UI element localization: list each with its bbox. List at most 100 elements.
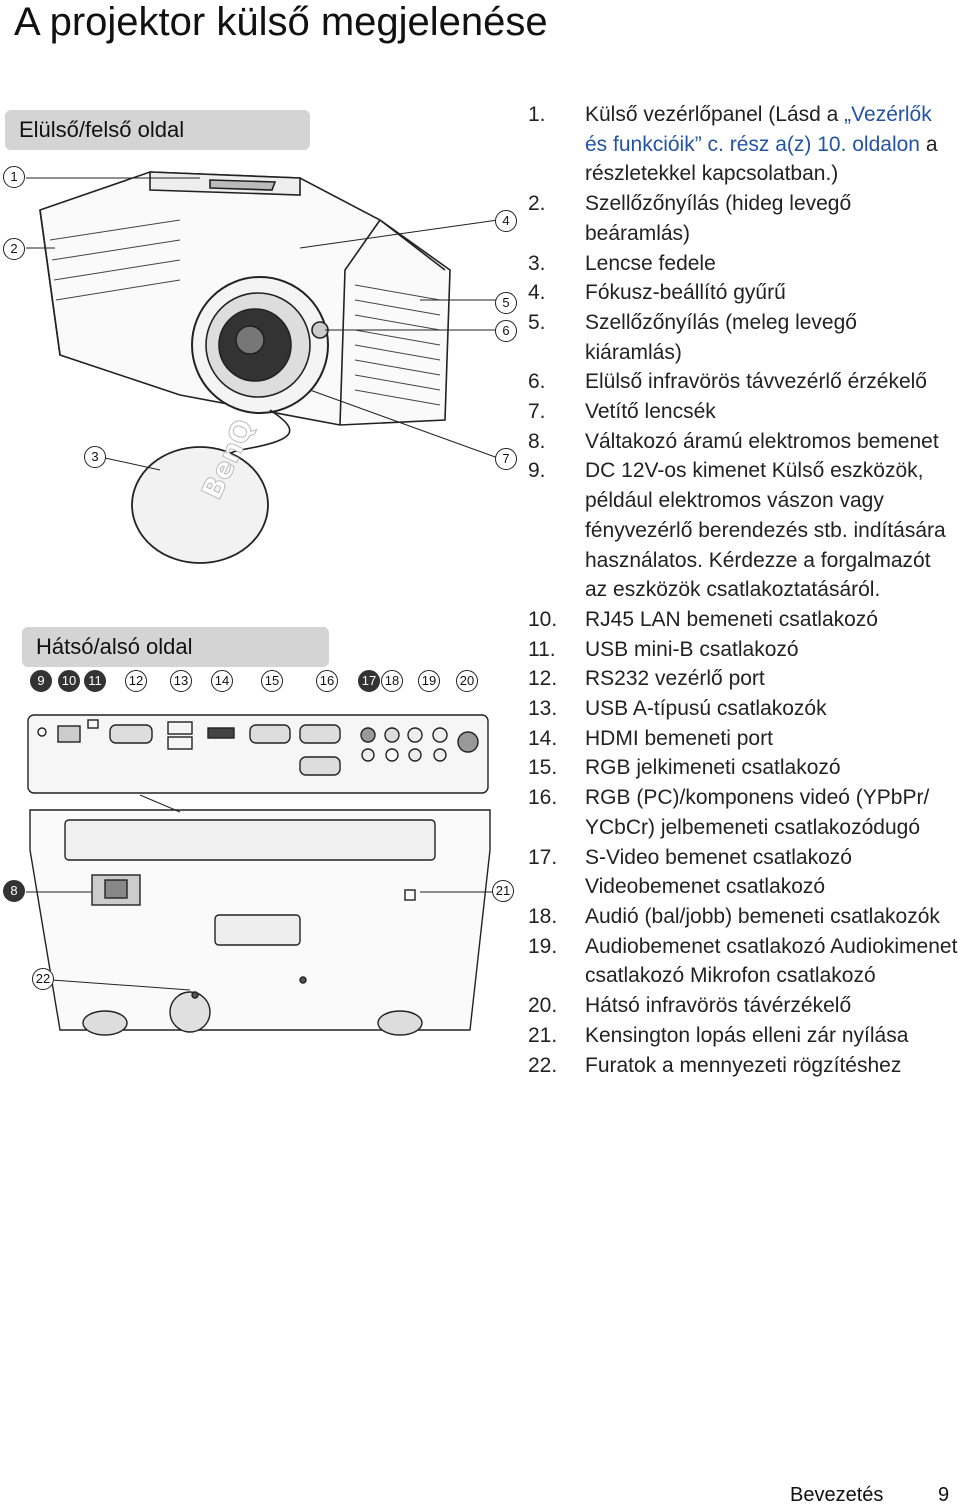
- list-item: 17. S-Video bemenet csatlakozó Videobemen…: [528, 843, 958, 902]
- list-item-number: 11.: [528, 637, 556, 661]
- list-item: 13. USB A-típusú csatlakozók: [528, 694, 958, 724]
- callout-9: 9: [30, 670, 52, 692]
- list-item-text: Audió (bal/jobb) bemeneti csatlakozók: [585, 904, 940, 928]
- list-item: 6. Elülső infravörös távvezérlő érzékelő: [528, 367, 958, 397]
- callout-18: 18: [381, 670, 403, 692]
- list-item-number: 4.: [528, 281, 546, 305]
- list-item-number: 16.: [528, 786, 558, 810]
- callout-21: 21: [492, 880, 514, 902]
- page-title: A projektor külső megjelenése: [14, 0, 548, 44]
- list-item-text: RS232 vezérlő port: [585, 667, 765, 691]
- callout-19: 19: [418, 670, 440, 692]
- callout-22: 22: [32, 968, 54, 990]
- list-item: 8. Váltakozó áramú elektromos bemenet: [528, 427, 958, 457]
- list-item-text-post: a részletekkel kapcsolatban.): [585, 132, 938, 186]
- callout-7: 7: [495, 448, 517, 470]
- callout-16: 16: [316, 670, 338, 692]
- callout-10: 10: [58, 670, 80, 692]
- section-header-front-top: Elülső/felső oldal: [5, 110, 310, 150]
- list-item-text-pre: Külső vezérlőpanel (Lásd a: [585, 103, 845, 126]
- list-item: 19. Audiobemenet csatlakozó Audiokimenet …: [528, 932, 958, 991]
- callout-5: 5: [495, 292, 517, 314]
- list-item-number: 15.: [528, 756, 558, 780]
- list-item-text: HDMI bemeneti port: [585, 726, 773, 750]
- projector-illustration: BenQ: [0, 150, 520, 1070]
- list-item-number: 14.: [528, 726, 558, 750]
- projector-drawing: BenQ: [26, 171, 499, 1036]
- footer-section-name: Bevezetés: [790, 1484, 884, 1506]
- callout-4: 4: [495, 210, 517, 232]
- list-item-number: 7.: [528, 400, 546, 424]
- callout-3: 3: [84, 446, 106, 468]
- list-item-number: 18.: [528, 904, 558, 928]
- callout-11: 11: [84, 670, 106, 692]
- list-item: 22.Furatok a mennyezeti rögzítéshez: [528, 1051, 958, 1081]
- list-item-number: 9.: [528, 459, 546, 483]
- list-item-number: 12.: [528, 667, 558, 691]
- section-header-rear-bottom: Hátsó/alsó oldal: [22, 627, 329, 667]
- list-item: 7. Vetítő lencsék: [528, 397, 958, 427]
- list-item-number: 17.: [528, 845, 558, 869]
- list-item: 16. RGB (PC)/komponens videó (YPbPr/ YCbC…: [528, 783, 958, 842]
- rear-connector-panel: [27, 714, 489, 794]
- list-item-text: RGB (PC)/komponens videó (YPbPr/ YCbCr) …: [585, 786, 930, 839]
- list-item-number: 19.: [528, 934, 558, 958]
- list-item: 14. HDMI bemeneti port: [528, 724, 958, 754]
- list-item-text: DC 12V-os kimenet Külső eszközök, példáu…: [585, 459, 946, 602]
- list-item-text: Lencse fedele: [585, 251, 716, 275]
- list-item-number: 21.: [528, 1023, 558, 1047]
- list-item-number: 3.: [528, 251, 546, 275]
- list-item-text: Fókusz-beállító gyűrű: [585, 281, 786, 305]
- projector-front-view: [39, 171, 451, 564]
- list-item-text: Vetítő lencsék: [585, 400, 716, 424]
- list-item: 12. RS232 vezérlő port: [528, 664, 958, 694]
- list-item-text: Külső vezérlőpanel (Lásd a „Vezérlők és …: [585, 100, 958, 189]
- list-item: 11. USB mini-B csatlakozó: [528, 635, 958, 665]
- list-item-number: 1.: [528, 103, 546, 126]
- list-item: 1. Külső vezérlőpanel (Lásd a „Vezérlők …: [528, 100, 958, 189]
- list-item-number: 6.: [528, 370, 546, 394]
- callout-13: 13: [170, 670, 192, 692]
- list-item: 21. Kensington lopás elleni zár nyílása: [528, 1021, 958, 1051]
- callout-15: 15: [261, 670, 283, 692]
- list-item-number: 5.: [528, 310, 546, 334]
- list-item: 15. RGB jelkimeneti csatlakozó: [528, 753, 958, 783]
- list-item: 9. DC 12V-os kimenet Külső eszközök, péld…: [528, 456, 958, 605]
- list-item-text: Elülső infravörös távvezérlő érzékelő: [585, 370, 927, 394]
- list-item-text: Kensington lopás elleni zár nyílása: [585, 1023, 909, 1047]
- callout-12: 12: [125, 670, 147, 692]
- list-item: 2. Szellőzőnyílás (hideg levegő beáramlás…: [528, 189, 958, 248]
- list-item-text: RJ45 LAN bemeneti csatlakozó: [585, 607, 878, 631]
- list-item: 10. RJ45 LAN bemeneti csatlakozó: [528, 605, 958, 635]
- list-item-number: 13.: [528, 697, 558, 721]
- controls-page-link[interactable]: „Vezérlők és funkcióik” c. rész a(z) 10.…: [585, 103, 932, 156]
- callout-8: 8: [3, 880, 25, 902]
- callout-14: 14: [211, 670, 233, 692]
- callout-6: 6: [495, 320, 517, 342]
- callout-17: 17: [358, 670, 380, 692]
- list-item-text: Váltakozó áramú elektromos bemenet: [585, 429, 939, 453]
- list-item-text: USB mini-B csatlakozó: [585, 637, 799, 661]
- list-item-text: USB A-típusú csatlakozók: [585, 697, 827, 721]
- list-item-text: Hátsó infravörös távérzékelő: [585, 994, 852, 1018]
- list-item-text: Szellőzőnyílás (hideg levegő beáramlás): [585, 192, 852, 245]
- list-item: 5. Szellőzőnyílás (meleg levegő kiáramlás…: [528, 308, 958, 367]
- list-item: 20. Hátsó infravörös távérzékelő: [528, 991, 958, 1021]
- list-item: 4. Fókusz-beállító gyűrű: [528, 278, 958, 308]
- list-item: 3. Lencse fedele: [528, 249, 958, 279]
- list-item-number: 2.: [528, 192, 546, 216]
- list-item-number: 10.: [528, 607, 558, 631]
- list-item-number: 8.: [528, 429, 546, 453]
- feature-list: 1. Külső vezérlőpanel (Lásd a „Vezérlők …: [528, 100, 958, 1080]
- list-item-text: Szellőzőnyílás (meleg levegő kiáramlás): [585, 310, 857, 364]
- list-item-text: S-Video bemenet csatlakozó Videobemenet …: [585, 845, 852, 899]
- callout-1: 1: [3, 166, 25, 188]
- callout-2: 2: [3, 238, 25, 260]
- footer-page-number: 9: [938, 1484, 950, 1506]
- list-item-text: Furatok a mennyezeti rögzítéshez: [585, 1053, 902, 1077]
- list-item-number: 20.: [528, 994, 558, 1018]
- list-item-text: Audiobemenet csatlakozó Audiokimenet csa…: [585, 934, 958, 988]
- list-item-text: RGB jelkimeneti csatlakozó: [585, 756, 841, 780]
- projector-bottom-view: [29, 809, 491, 1036]
- list-item: 18. Audió (bal/jobb) bemeneti csatlakozók: [528, 902, 958, 932]
